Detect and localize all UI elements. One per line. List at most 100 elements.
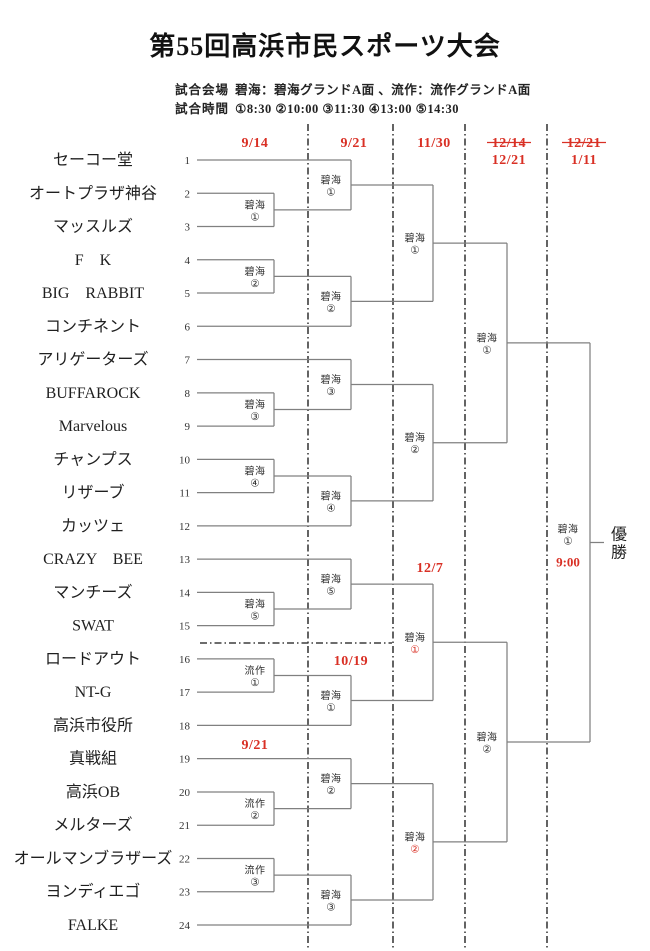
round1-match-number: ③ [250, 411, 260, 423]
semifinal-match-venue: 碧海 [477, 731, 498, 744]
team-name: BIG RABBIT [42, 285, 144, 302]
round3-match-venue: 碧海 [405, 631, 426, 644]
team-name: オールマンブラザーズ [14, 848, 173, 867]
round2-match-venue: 碧海 [321, 489, 342, 502]
team-seed: 8 [185, 388, 191, 400]
team-name: アリゲーターズ [37, 351, 148, 369]
team-seed: 1 [185, 155, 191, 167]
team-seed: 19 [179, 754, 191, 766]
final-time: 9:00 [556, 554, 580, 569]
team-name: CRAZY BEE [43, 551, 143, 568]
round1-match-number: ④ [250, 477, 260, 489]
round1-match-number: ⑤ [250, 611, 260, 623]
team-seed: 22 [179, 853, 190, 865]
team-seed: 21 [179, 820, 190, 832]
team-name: ロードアウト [45, 650, 141, 668]
team-seed: 20 [179, 787, 191, 799]
round1-match-venue: 流作 [245, 864, 266, 877]
team-seed: 7 [185, 355, 191, 367]
final-match-number: ① [563, 535, 573, 547]
round2-match-venue: 碧海 [321, 173, 342, 186]
team-name: 高浜市役所 [53, 716, 133, 734]
team-seed: 9 [185, 421, 191, 433]
team-seed: 18 [179, 720, 191, 732]
team-name: SWAT [72, 618, 114, 635]
round2-match-venue: 碧海 [321, 772, 342, 785]
round2-match-number: ① [326, 702, 336, 714]
team-name: 真戦組 [69, 750, 117, 768]
team-name: コンチネント [45, 317, 141, 335]
team-seed: 15 [179, 621, 191, 633]
round2-match-number: ② [326, 785, 336, 797]
team-name: ヨンディエゴ [46, 882, 141, 901]
match-date: 9/21 [242, 738, 269, 753]
round1-match-number: ② [250, 278, 260, 290]
round2-match-number: ⑤ [326, 586, 336, 598]
team-seed: 6 [185, 321, 191, 333]
page-title: 第55回高浜市民スポーツ大会 [149, 32, 501, 61]
round1-match-venue: 碧海 [245, 198, 266, 211]
team-name: リザーブ [61, 483, 124, 502]
team-seed: 2 [185, 188, 191, 200]
round-date: 12/14 [492, 136, 526, 151]
team-name: 高浜OB [66, 783, 120, 801]
round3-match-venue: 碧海 [405, 431, 426, 444]
venue-value: 碧海：碧海グランドA面 、流作：流作グランドA面 [235, 83, 531, 97]
team-seed: 13 [179, 554, 191, 566]
round3-match-number: ① [410, 644, 420, 656]
venue-info-row: 試合会場 碧海：碧海グランドA面 、流作：流作グランドA面 [175, 79, 531, 98]
semifinal-match-number: ② [482, 744, 492, 756]
champion-label: 勝 [611, 543, 627, 561]
round3-match-number: ② [410, 444, 420, 456]
time-value: ①8:30 ②10:00 ③11:30 ④13:00 ⑤14:30 [235, 102, 460, 116]
team-seed: 3 [185, 222, 191, 234]
round2-match-number: ③ [326, 902, 336, 914]
round3-match-number: ① [410, 245, 420, 257]
round-date: 12/21 [567, 136, 601, 151]
final-match-venue: 碧海 [558, 522, 579, 535]
round2-match-venue: 碧海 [321, 373, 342, 386]
match-date: 10/19 [334, 654, 368, 669]
team-name: チャンプス [53, 450, 132, 468]
team-seed: 5 [185, 288, 191, 300]
round1-match-number: ① [250, 211, 260, 223]
round2-match-number: ① [326, 186, 336, 198]
team-name: カッツェ [61, 518, 125, 535]
round2-match-venue: 碧海 [321, 290, 342, 303]
team-name: BUFFAROCK [46, 385, 141, 402]
team-seed: 23 [179, 887, 191, 899]
venue-label: 試合会場 [175, 83, 230, 97]
round3-match-number: ② [410, 843, 420, 855]
team-seed: 24 [179, 920, 191, 932]
round-date: 9/14 [242, 136, 269, 151]
team-seed: 11 [179, 488, 190, 500]
round1-match-venue: 碧海 [245, 398, 266, 411]
round2-match-number: ④ [326, 502, 336, 514]
match-date: 12/7 [417, 561, 444, 576]
round2-match-venue: 碧海 [321, 689, 342, 702]
team-name: NT-G [75, 684, 112, 701]
round1-match-venue: 碧海 [245, 598, 266, 611]
team-seed: 12 [179, 521, 190, 533]
round3-match-venue: 碧海 [405, 232, 426, 245]
round1-match-venue: 碧海 [245, 265, 266, 278]
team-name: マッスルズ [53, 218, 133, 236]
round1-match-number: ① [250, 677, 260, 689]
team-name: セーコー堂 [53, 151, 133, 169]
round-sub-date: 1/11 [571, 153, 597, 168]
team-name: オートプラザ神谷 [29, 184, 157, 202]
team-seed: 4 [185, 255, 191, 267]
round-sub-date: 12/21 [492, 153, 526, 168]
round2-match-venue: 碧海 [321, 573, 342, 586]
time-label: 試合時間 [175, 102, 230, 116]
champion-label: 優 [611, 525, 627, 543]
team-seed: 14 [179, 587, 191, 599]
semifinal-match-venue: 碧海 [477, 331, 498, 344]
round-date: 9/21 [341, 136, 368, 151]
team-name: マンチーズ [53, 583, 132, 601]
round1-match-venue: 流作 [245, 664, 266, 677]
semifinal-match-number: ① [482, 344, 492, 356]
team-seed: 17 [179, 687, 191, 699]
